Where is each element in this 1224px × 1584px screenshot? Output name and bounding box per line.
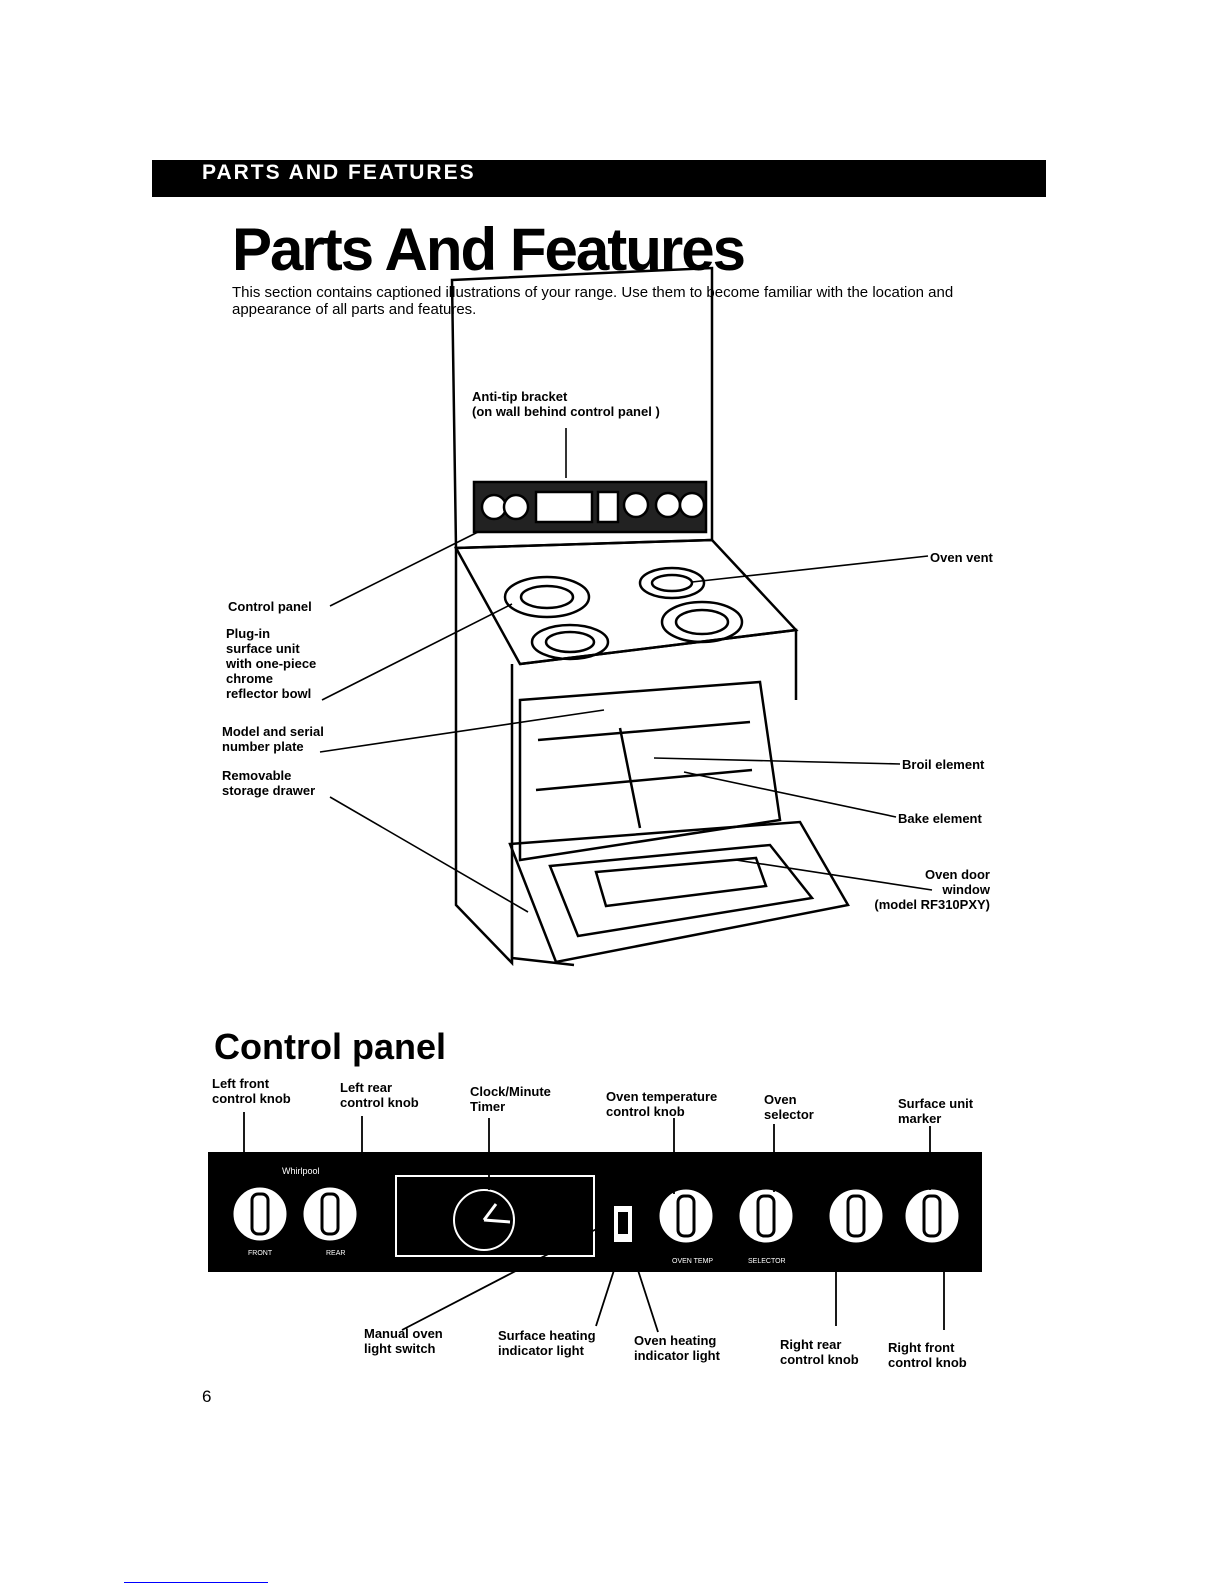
- left-rear-knob-label: Left rear control knob: [340, 1080, 419, 1110]
- left-front-knob-label: Left front control knob: [212, 1076, 291, 1106]
- manual-light-switch-label: Manual oven light switch: [364, 1326, 443, 1356]
- right-rear-knob-label: Right rear control knob: [780, 1337, 859, 1367]
- section-header-bar: PARTS AND FEATURES: [152, 160, 1046, 197]
- section-header-label: PARTS AND FEATURES: [202, 161, 476, 184]
- control-panel-label: Control panel: [228, 599, 312, 614]
- oven-door-window-label: Oven door window (model RF310PXY): [874, 867, 990, 912]
- broil-element-label: Broil element: [902, 757, 985, 772]
- plug-in-surface-unit-label: Plug-in surface unit with one-piece chro…: [226, 626, 317, 701]
- page-title: Parts And Features: [232, 216, 746, 283]
- storage-drawer-label: Removable storage drawer: [222, 768, 316, 798]
- bake-element-label: Bake element: [898, 811, 982, 826]
- right-front-knob-label: Right front control knob: [888, 1340, 967, 1370]
- intro-paragraph: This section contains captioned illustra…: [232, 284, 954, 318]
- oven-heating-indicator-label: Oven heating indicator light: [634, 1333, 720, 1363]
- anti-tip-bracket-label: Anti-tip bracket (on wall behind control…: [472, 389, 660, 419]
- oven-temp-knob-label: Oven temperature control knob: [606, 1089, 718, 1119]
- brand-logo: Whirlpool: [282, 1166, 320, 1176]
- footer-rule: [124, 1582, 268, 1583]
- oven-temp-text: OVEN TEMP: [672, 1258, 714, 1265]
- model-serial-plate-label: Model and serial number plate: [222, 724, 324, 754]
- rear-text: REAR: [326, 1250, 346, 1257]
- oven-selector-label: Oven selector: [764, 1092, 814, 1122]
- clock-timer-label: Clock/Minute Timer: [470, 1084, 551, 1114]
- control-panel-heading: Control panel: [214, 1026, 446, 1067]
- front-text: FRONT: [248, 1250, 273, 1257]
- oven-vent-label: Oven vent: [930, 550, 993, 565]
- surface-unit-marker-label: Surface unit marker: [898, 1096, 974, 1126]
- surface-heating-indicator-label: Surface heating indicator light: [498, 1328, 596, 1358]
- selector-text: SELECTOR: [748, 1258, 786, 1265]
- page-number: 6: [202, 1387, 212, 1406]
